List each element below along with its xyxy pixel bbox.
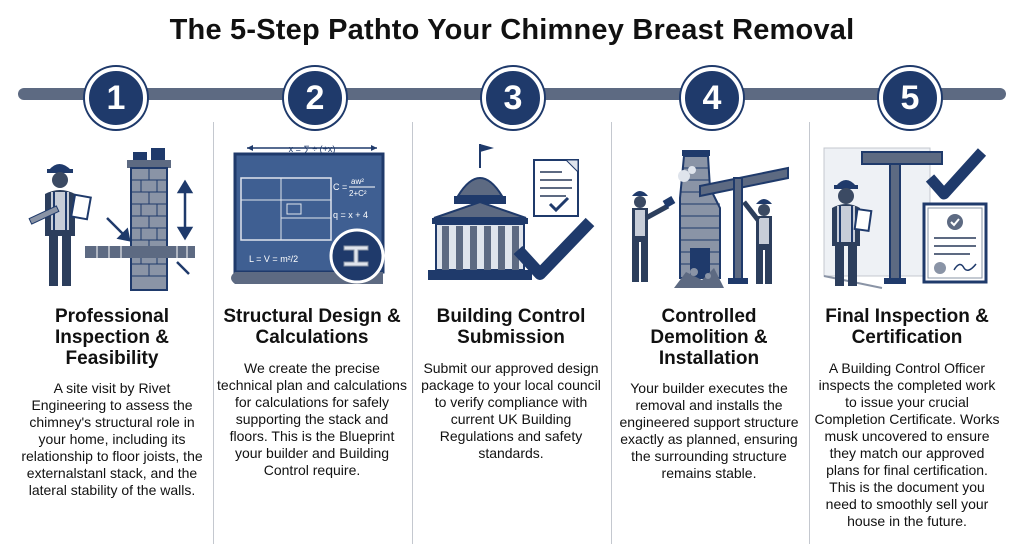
step-5-body: A Building Control Officer inspects the … [814,360,1000,529]
formula-c: C = [333,182,347,192]
step-1-title: Professional Inspection & Feasibility [54,306,170,369]
column-divider [809,122,810,544]
column-divider [213,122,214,544]
step-1-column: Professional Inspection & Feasibility A … [17,130,207,555]
step-3-body: Submit our approved design package to yo… [421,360,601,461]
step-4-title: Controlled Demolition & Installation [650,306,768,369]
inspector-with-certificate-icon [823,147,988,289]
step-3-title: Building Control Submission [436,306,586,348]
step-5-column: Final Inspection & Certification A Build… [812,130,1002,555]
step-2-title: Structural Design & Calculations [223,306,401,348]
step-2-column: x = ∑ ÷ (+x) C = aw² 2+C² q = x + 4 L = … [217,130,407,555]
column-divider [412,122,413,544]
step-4-column: Controlled Demolition & Installation You… [614,130,804,555]
step-1-number: 1 [85,67,147,129]
demolition-and-steel-install-icon [632,150,789,288]
step-2-body: We create the precise technical plan and… [217,360,407,478]
formula-numerator: aw² [351,177,364,186]
step-4-number: 4 [681,67,743,129]
formula-top: x = ∑ ÷ (+x) [289,144,336,154]
step-2-number: 2 [284,67,346,129]
council-building-with-approval-icon [428,144,595,280]
page-title: The 5-Step Pathto Your Chimney Breast Re… [169,14,855,46]
step-3-column: Building Control Submission Submit our a… [416,130,606,555]
blueprint-with-steel-beam-icon: x = ∑ ÷ (+x) C = aw² 2+C² q = x + 4 L = … [231,144,385,284]
step-5-title: Final Inspection & Certification [825,306,989,348]
step-3-number: 3 [482,67,544,129]
inspector-with-chimney-icon [28,148,195,291]
column-divider [611,122,612,544]
step-4-body: Your builder executes the removal and in… [619,380,799,481]
formula-denominator: 2+C² [349,189,367,198]
formula-q: q = x + 4 [333,210,368,220]
formula-bottom: L = V = m²/2 [249,254,298,264]
step-1-body: A site visit by Rivet Engineering to ass… [21,380,203,498]
step-5-number: 5 [879,67,941,129]
